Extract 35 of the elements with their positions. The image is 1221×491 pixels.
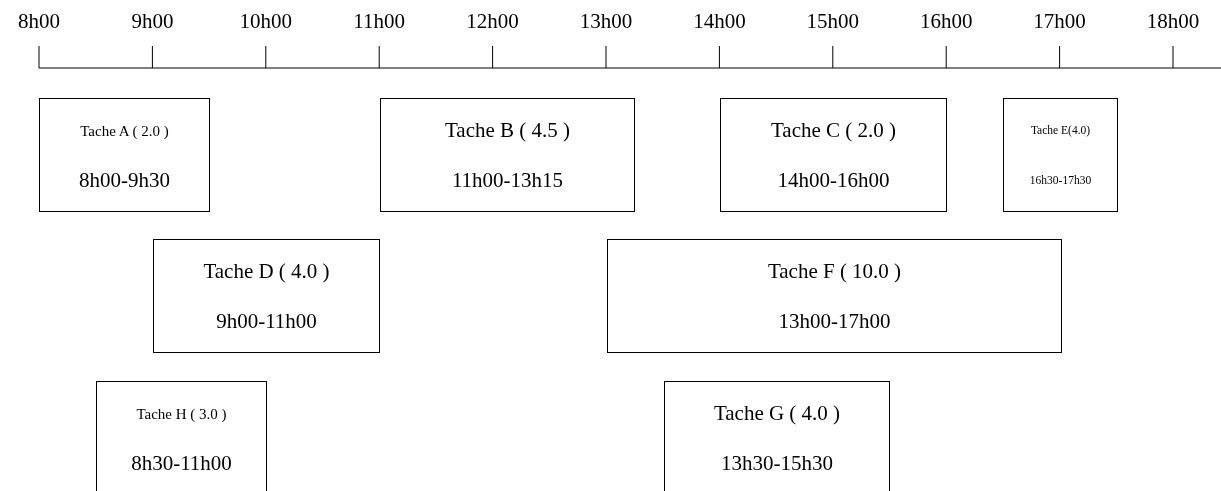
- time-range: 8h30-11h00: [130, 451, 233, 477]
- time-range: 13h00-17h00: [777, 309, 892, 335]
- tick-label: 9h00: [130, 8, 175, 34]
- task-box: [39, 98, 210, 212]
- time-range: 13h30-15h30: [720, 451, 834, 477]
- time-range: 14h00-16h00: [776, 168, 891, 194]
- tick-label: 11h00: [352, 8, 407, 34]
- task-box: [153, 239, 380, 353]
- task-title: Tache H ( 3.0 ): [135, 405, 228, 423]
- tick-label: 18h00: [1145, 8, 1201, 34]
- tick-label: 15h00: [805, 8, 861, 34]
- task-title: Tache A ( 2.0 ): [79, 122, 170, 140]
- task-title: Tache G ( 4.0 ): [712, 401, 842, 427]
- task-title: Tache C ( 2.0 ): [769, 118, 898, 144]
- task-box: [607, 239, 1062, 353]
- task-box: [96, 381, 267, 491]
- time-range: 11h00-13h15: [450, 168, 565, 194]
- tick-label: 16h00: [918, 8, 974, 34]
- tick-label: 14h00: [692, 8, 747, 34]
- task-box: [380, 98, 635, 212]
- time-range: 9h00-11h00: [215, 309, 318, 335]
- time-range: 16h30-17h30: [1028, 174, 1093, 188]
- task-title: Tache B ( 4.5 ): [443, 118, 572, 144]
- tick-label: 12h00: [465, 8, 520, 34]
- tick-label: 8h00: [17, 8, 61, 34]
- task-box: [720, 98, 947, 212]
- task-box: [1003, 98, 1118, 212]
- task-title: Tache D ( 4.0 ): [202, 259, 331, 285]
- task-title: Tache E(4.0): [1029, 124, 1092, 138]
- task-title: Tache F ( 10.0 ): [766, 259, 903, 285]
- task-box: [664, 381, 890, 491]
- time-range: 8h00-9h30: [78, 168, 171, 194]
- tick-label: 17h00: [1032, 8, 1087, 34]
- tick-label: 10h00: [238, 8, 294, 34]
- tick-label: 13h00: [578, 8, 634, 34]
